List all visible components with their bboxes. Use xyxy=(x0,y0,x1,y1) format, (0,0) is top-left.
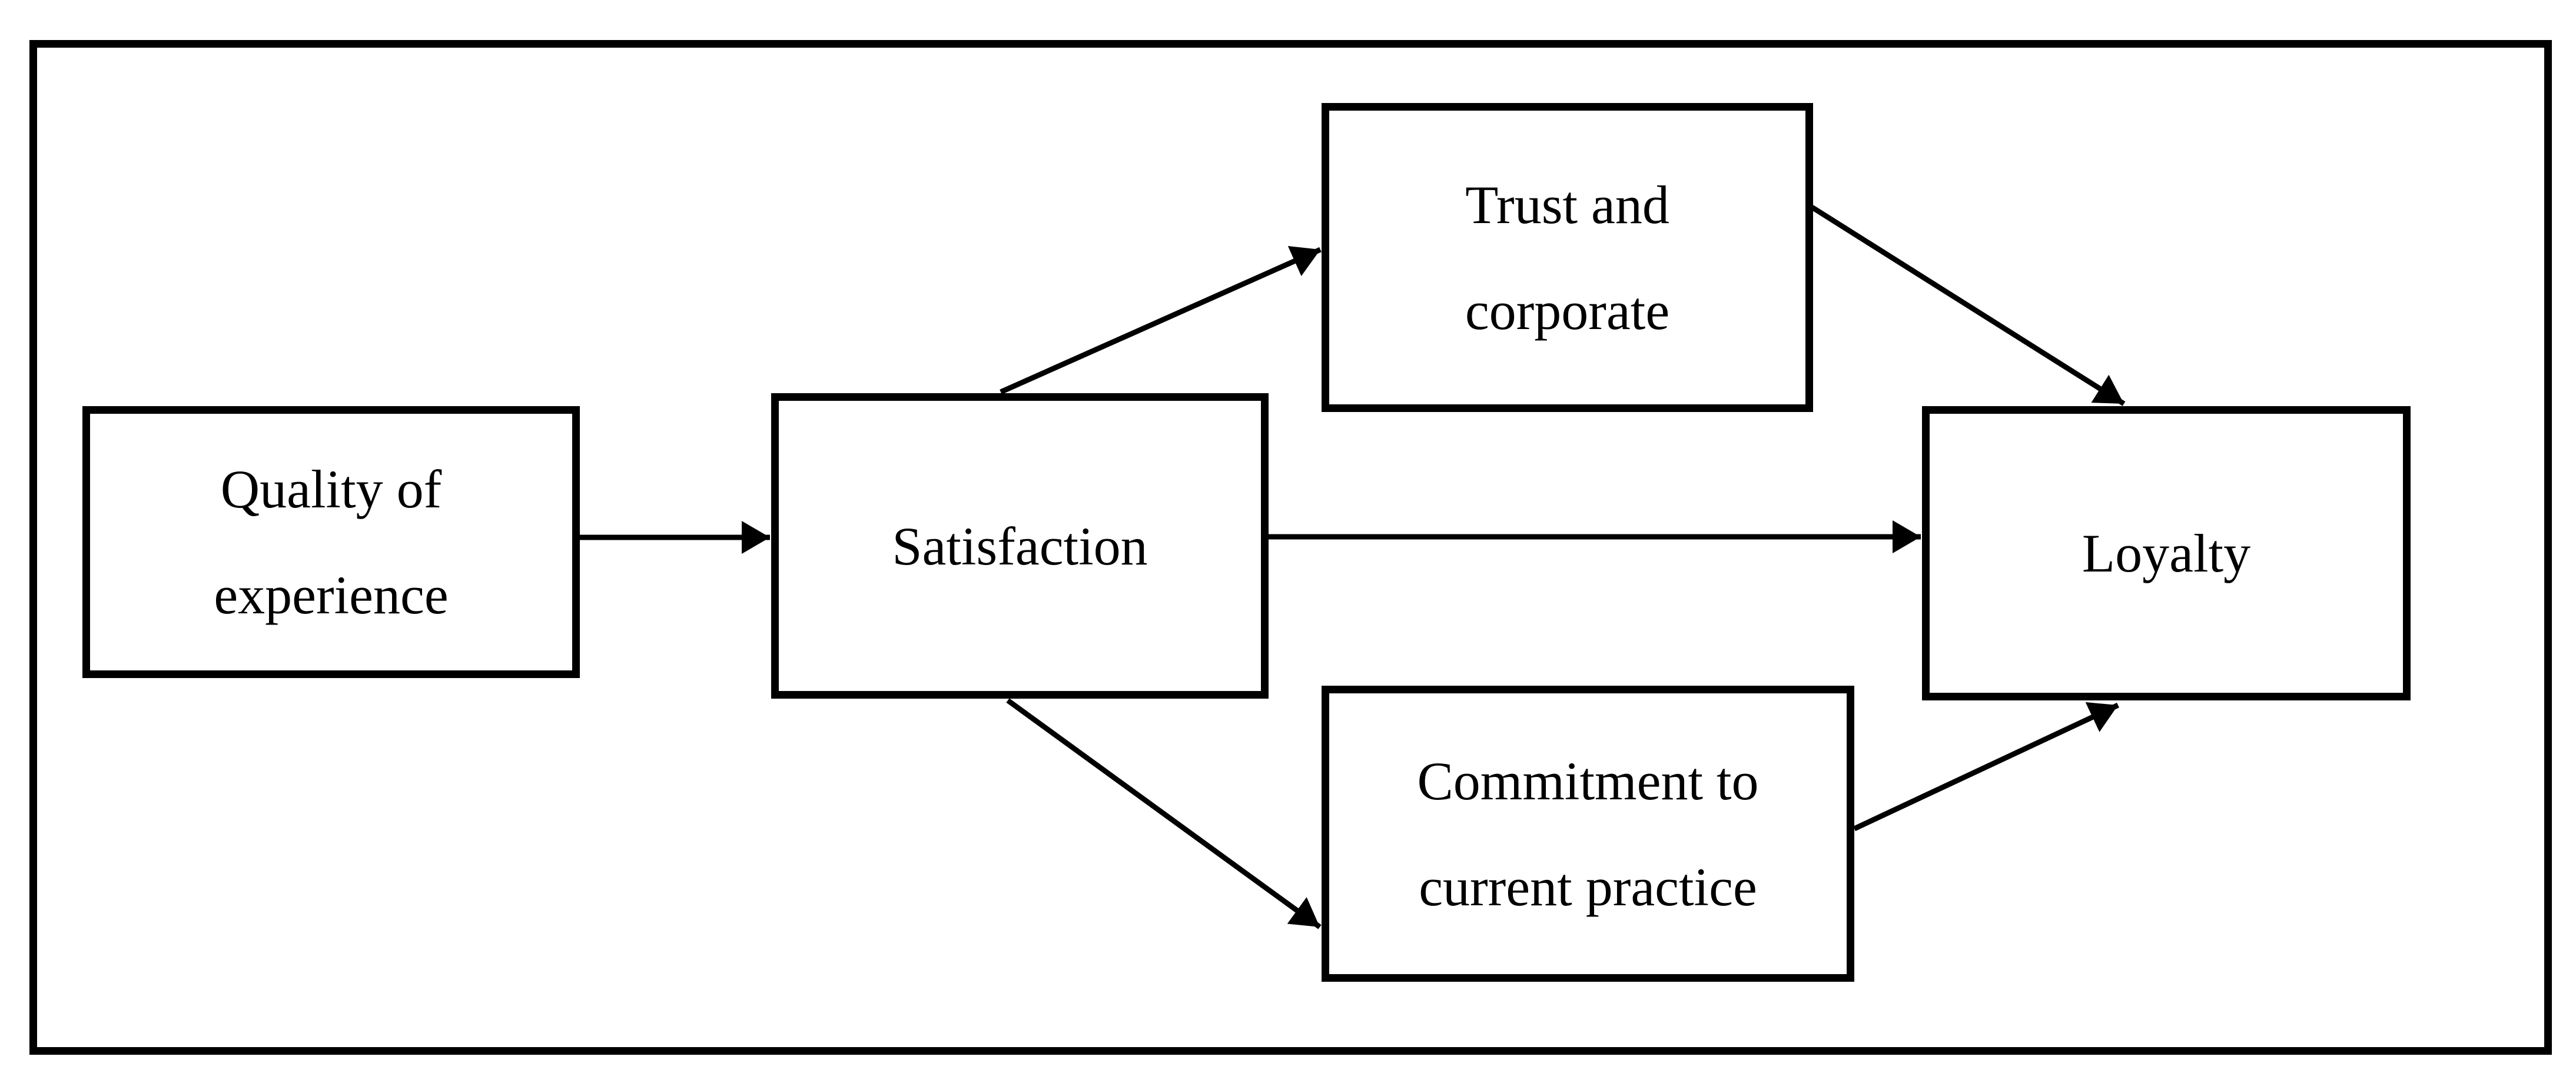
node-loyalty: Loyalty xyxy=(1922,406,2411,700)
node-label-line: Commitment to xyxy=(1417,750,1759,811)
node-label-line: corporate xyxy=(1465,280,1670,341)
arrow-trust-to-loyalty xyxy=(1810,205,2126,406)
arrow-commitment-to-loyalty xyxy=(1853,702,2119,832)
node-label-line: experience xyxy=(214,565,449,625)
node-commitment-to-current-practice: Commitment to current practice xyxy=(1322,686,1854,982)
arrow-satisfaction-to-trust xyxy=(1000,245,1322,395)
node-label-line: Trust and xyxy=(1465,174,1669,235)
node-label-line: Quality of xyxy=(220,459,442,519)
node-label-line: Loyalty xyxy=(2082,523,2251,583)
node-label-line: current practice xyxy=(1419,856,1757,917)
arrow-satisfaction-to-commitment xyxy=(1006,698,1322,929)
node-trust-and-corporate: Trust and corporate xyxy=(1322,103,1813,412)
arrow-group xyxy=(580,205,2126,929)
node-quality-of-experience: Quality of experience xyxy=(82,406,580,678)
node-satisfaction: Satisfaction xyxy=(771,393,1269,699)
node-label-line: Satisfaction xyxy=(892,516,1148,576)
